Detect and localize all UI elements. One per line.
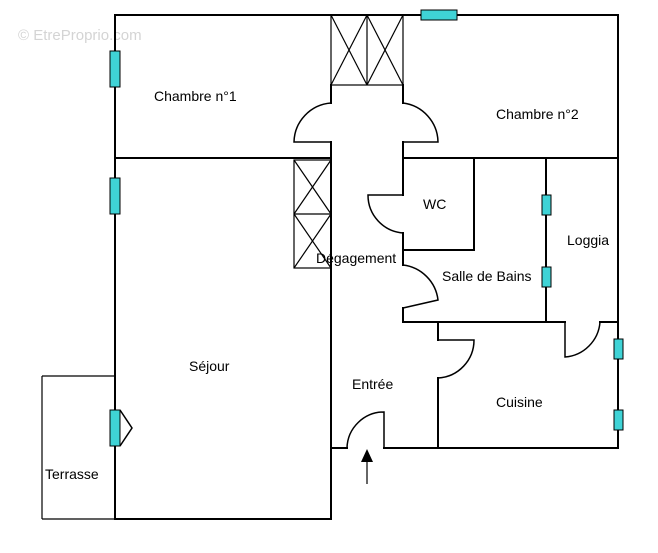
doors (293, 102, 601, 449)
entrance-arrow-icon (361, 449, 373, 484)
door-bedroom-2 (402, 102, 439, 143)
room-label-chambre-2: Chambre n°2 (496, 106, 579, 122)
closet-top (330, 14, 404, 86)
window-loggia-upper (541, 194, 552, 216)
door-kitchen (437, 339, 475, 379)
door-entrance (346, 411, 385, 449)
window-sejour (109, 177, 121, 215)
window-bedroom-2-top (420, 9, 458, 21)
window-loggia-lower (541, 266, 552, 288)
room-label-sejour: Séjour (189, 358, 230, 374)
closet-left (293, 159, 332, 269)
terrace-door (109, 409, 133, 447)
windows (109, 9, 624, 431)
window-kitchen (613, 409, 624, 431)
room-label-loggia: Loggia (567, 232, 609, 248)
door-loggia (564, 321, 601, 358)
room-label-degagement: Dégagement (316, 250, 396, 266)
room-label-terrasse: Terrasse (45, 466, 99, 482)
room-label-chambre-1: Chambre n°1 (154, 88, 237, 104)
door-wc (367, 194, 404, 234)
window-bedroom-1 (109, 50, 121, 88)
room-label-salle-de-bains: Salle de Bains (442, 268, 532, 284)
room-labels: Chambre n°1 Chambre n°2 WC Loggia Dégage… (45, 88, 609, 482)
room-label-cuisine: Cuisine (496, 394, 543, 410)
door-bathroom (402, 264, 439, 309)
door-bedroom-1 (293, 102, 332, 143)
room-label-wc: WC (423, 196, 446, 212)
room-label-entree: Entrée (352, 376, 393, 392)
interior-walls (41, 84, 619, 520)
watermark: © EtreProprio.com (18, 27, 142, 44)
window-loggia-right (613, 338, 624, 360)
